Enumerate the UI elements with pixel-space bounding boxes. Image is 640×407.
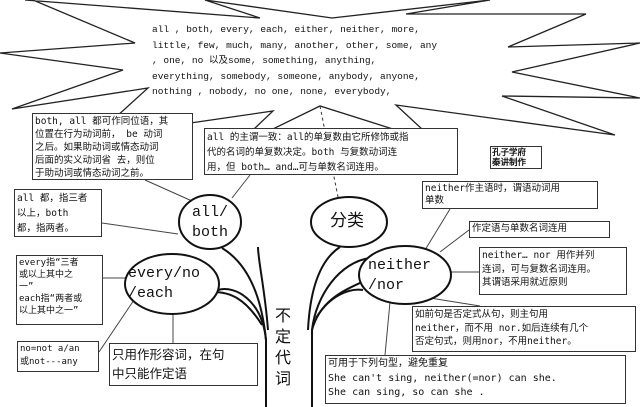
starburst-shape xyxy=(0,0,640,149)
node-label: all/ xyxy=(192,204,229,221)
all-both-node-shape xyxy=(178,194,242,250)
node-label: both xyxy=(192,224,229,241)
trunk-char: 定 xyxy=(275,327,292,346)
connector-lines xyxy=(98,174,481,356)
note-line: 之后。如果助动词或情态动词 xyxy=(35,142,159,153)
node-all-both: all/both xyxy=(192,203,228,243)
node-label: neither xyxy=(368,257,432,274)
node-neither-nor: neither/nor xyxy=(368,256,431,296)
note-all-both-meaning: all 都，指三者以上，both 都，指两者。 xyxy=(14,189,102,237)
note-line: no=not a/an xyxy=(20,344,80,354)
note-both-all-position: both, all 都可作同位语，其位置在行为动词前， be 动词之后。如果助动… xyxy=(32,113,193,180)
note-line: 中只能作定语 xyxy=(112,366,188,381)
credit-line: 秦讲制作 xyxy=(492,158,527,168)
note-line: 一” xyxy=(19,282,34,292)
credit-line: 孔子学府 xyxy=(492,148,527,158)
note-line: 代的名词的单复数决定。both 与复数动词连 xyxy=(207,147,398,158)
author-credit: 孔子学府秦讲制作 xyxy=(490,146,542,169)
list-line: nothing , nobody, no one, none, everybod… xyxy=(152,86,392,97)
note-line: 连词，可与复数名词连用。 xyxy=(482,263,597,275)
note-line: She can't sing, neither(=nor) can she. xyxy=(328,372,557,384)
note-line: 其谓语采用就近原则 xyxy=(482,277,568,288)
note-line: both, all 都可作同位语，其 xyxy=(35,116,169,127)
note-neither-nor-conjunction: neither… nor 用作并列连词，可与复数名词连用。其谓语采用就近原则 xyxy=(479,247,627,295)
list-line: little, few, much, many, another, other,… xyxy=(152,39,438,51)
note-no-meaning: no=not a/an 或not---any xyxy=(17,341,99,372)
node-label: every/no xyxy=(128,265,201,282)
node-every-no-each: every/no/each xyxy=(128,264,200,304)
trunk-char: 不 xyxy=(275,306,292,325)
note-line: 如前句是否定式从句，则主句用 xyxy=(415,309,549,320)
indefinite-pronoun-list: all , both, every, each, either, neither… xyxy=(152,22,437,100)
trunk-label-indefinite-pronoun: 不定代词 xyxy=(275,305,293,389)
every-no-each-node-shape xyxy=(124,253,220,315)
note-line: 位置在行为动词前， be 动词 xyxy=(35,129,163,140)
note-line: 以上，both xyxy=(17,208,69,219)
list-line: , one, no 以及some, something, anything, xyxy=(152,55,377,66)
note-line: all 都，指三者 xyxy=(17,193,88,204)
note-every-adjective: 只用作形容词，在句中只能作定语 xyxy=(109,343,258,386)
node-classify: 分类 xyxy=(330,211,364,231)
note-neither-subject: neither作主语时，谓语动词用单数 xyxy=(422,181,598,209)
note-neither-attributive: 作定语与单数名词连用 xyxy=(469,221,610,238)
note-line: She can sing, so can she . xyxy=(328,387,485,398)
trunk-char: 代 xyxy=(275,348,292,367)
classify-node-shape xyxy=(310,196,388,248)
note-line: 于助动词或情态动词之前。 xyxy=(35,168,150,179)
note-line: 可用于下列句型，避免重复 xyxy=(328,358,448,369)
list-line: all , both, every, each, either, neither… xyxy=(152,24,420,35)
note-line: all 的主谓一致：all的单复数由它所修饰或指 xyxy=(207,132,409,143)
trunk-char: 词 xyxy=(275,369,292,388)
note-line: 用，但 both… and…可与单数名词连用。 xyxy=(207,162,384,173)
note-line: 单数 xyxy=(425,195,445,206)
note-line: neither作主语时，谓语动词用 xyxy=(425,183,561,194)
note-line: 或not---any xyxy=(20,357,78,367)
note-line: 只用作形容词，在句 xyxy=(112,347,225,362)
note-all-agreement: all 的主谓一致：all的单复数由它所修饰或指代的名词的单复数决定。both … xyxy=(204,128,458,175)
note-neither-vs-nor: 如前句是否定式从句，则主句用 neither，而不用 nor.如后连续有几个否定句… xyxy=(412,306,636,352)
note-line: 都，指两者。 xyxy=(17,223,75,234)
neither-nor-node-shape xyxy=(358,245,452,305)
note-every-each-meaning: every指“三者或以上其中之一” each指“两者或以上其中之一” xyxy=(16,255,103,325)
note-line: 作定语与单数名词连用 xyxy=(472,223,568,234)
note-line: 否定句式，则用nor，不用neither。 xyxy=(415,336,577,347)
note-line: 以上其中之一” xyxy=(19,306,79,316)
note-sentence-pattern: 可用于下列句型，避免重复 She can't sing, neither(=nor… xyxy=(325,355,626,404)
note-line: neither，而不用 nor.如后连续有几个 xyxy=(415,322,589,334)
note-line: neither… nor 用作并列 xyxy=(482,250,595,261)
note-line: 或以上其中之 xyxy=(19,270,74,280)
note-line: every指“三者 xyxy=(19,258,79,268)
node-label: /each xyxy=(128,285,174,302)
note-line: 后面的实义动词省 去，则位 xyxy=(35,155,155,166)
list-line: everything, somebody, someone, anybody, … xyxy=(152,70,420,82)
note-line: each指“两者或 xyxy=(19,294,83,304)
node-label: /nor xyxy=(368,277,405,294)
